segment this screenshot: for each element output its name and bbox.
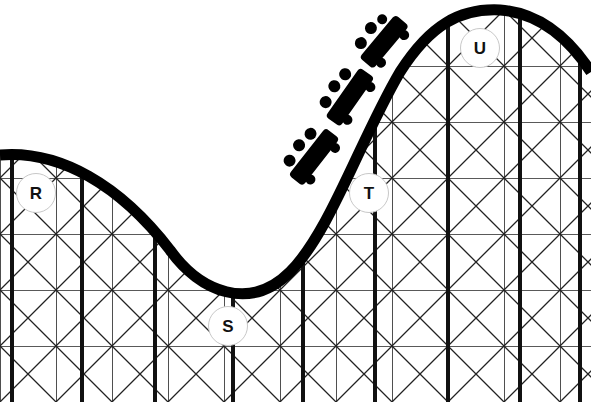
point-label: U [474, 40, 486, 57]
point-label: T [364, 185, 374, 202]
point-circle: R [16, 173, 56, 213]
point-circle: S [208, 306, 248, 346]
point-circle: U [460, 28, 500, 68]
coaster-track [0, 10, 591, 294]
point-label: S [222, 318, 233, 335]
coaster-cars [276, 4, 415, 190]
point-label: R [30, 185, 42, 202]
point-circle: T [349, 173, 389, 213]
